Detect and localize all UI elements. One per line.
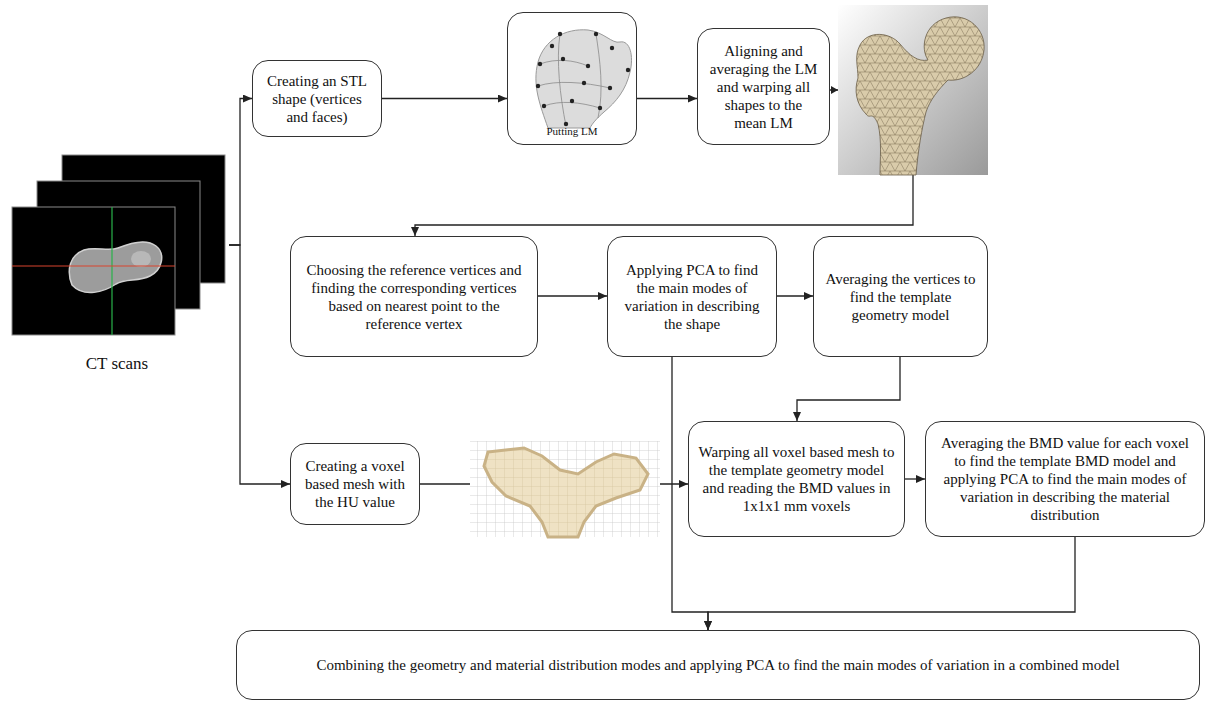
process-box: Warping all voxel based mesh to the temp… — [688, 421, 905, 537]
voxel-mesh-image — [470, 441, 660, 537]
node-text: Creating a voxel based mesh with the HU … — [300, 457, 410, 511]
node-text: Applying PCA to find the main modes of v… — [617, 261, 767, 333]
flow-arrow — [797, 357, 900, 421]
flow-arrow — [538, 295, 607, 296]
process-box: Creating an STL shape (vertices and face… — [252, 60, 382, 137]
landmark-femur — [536, 30, 632, 128]
node-text: Averaging the vertices to find the templ… — [823, 270, 978, 324]
process-box: Aligning and averaging the LM and warpin… — [697, 28, 830, 145]
flow-arrow — [708, 537, 1075, 630]
flow-arrow — [382, 98, 507, 99]
process-box: Choosing the reference vertices and find… — [290, 236, 538, 357]
process-box: Creating a voxel based mesh with the HU … — [290, 443, 420, 525]
process-box: Applying PCA to find the main modes of v… — [607, 236, 777, 357]
femur-mesh-image — [831, 5, 988, 175]
node-text: Warping all voxel based mesh to the temp… — [698, 443, 895, 515]
node-text: Putting LM — [546, 125, 597, 138]
flow-arrow — [777, 295, 813, 296]
flow-arrow — [637, 98, 697, 99]
process-box: Combining the geometry and material dist… — [236, 630, 1200, 700]
process-box: Averaging the BMD value for each voxel t… — [925, 421, 1205, 537]
ct-scan-node: CT scans — [5, 150, 229, 378]
node-text: CT scans — [86, 354, 149, 374]
flow-arrow — [229, 99, 252, 246]
node-text: Averaging the BMD value for each voxel t… — [935, 434, 1195, 524]
flow-arrow — [229, 245, 290, 484]
node-text: Choosing the reference vertices and find… — [300, 261, 528, 333]
flow-arrow — [905, 478, 925, 479]
process-box: Averaging the vertices to find the templ… — [813, 236, 988, 357]
node-text: Creating an STL shape (vertices and face… — [262, 72, 372, 126]
landmark-image-box: Putting LM — [507, 12, 637, 145]
node-text: Aligning and averaging the LM and warpin… — [707, 42, 820, 132]
ct-scan-stack — [12, 155, 225, 335]
node-text: Combining the geometry and material dist… — [316, 656, 1119, 674]
